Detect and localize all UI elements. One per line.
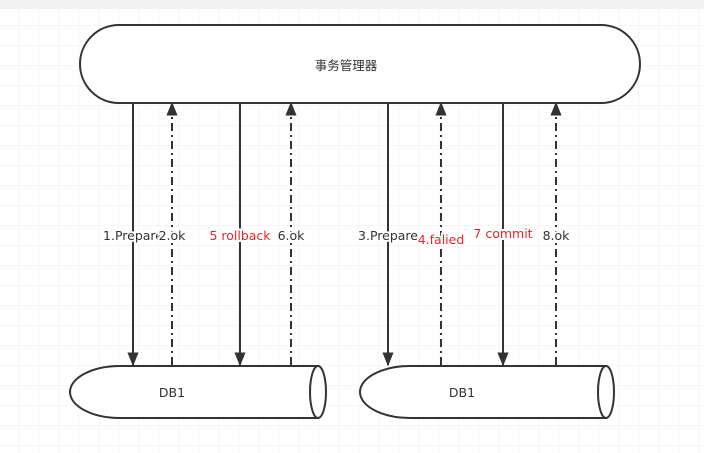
- database-1-label: DB1: [159, 385, 185, 400]
- database-2-label: DB1: [449, 385, 475, 400]
- message-label-6: 4.falied: [418, 232, 465, 247]
- message-label-1: 1.Prepare: [103, 228, 163, 243]
- top-band: [0, 0, 704, 9]
- message-label-2: 2.ok: [159, 228, 187, 243]
- message-label-7: 7 commit: [473, 226, 532, 241]
- transaction-manager-label: 事务管理器: [315, 58, 378, 73]
- message-label-3: 5 rollback: [209, 228, 271, 243]
- database-2[interactable]: DB1: [359, 365, 615, 419]
- database-1[interactable]: DB1: [69, 365, 327, 419]
- message-label-5: 3.Prepare: [358, 228, 418, 243]
- transaction-manager[interactable]: 事务管理器: [79, 24, 641, 104]
- message-label-4: 6.ok: [278, 228, 306, 243]
- message-label-8: 8.ok: [543, 228, 571, 243]
